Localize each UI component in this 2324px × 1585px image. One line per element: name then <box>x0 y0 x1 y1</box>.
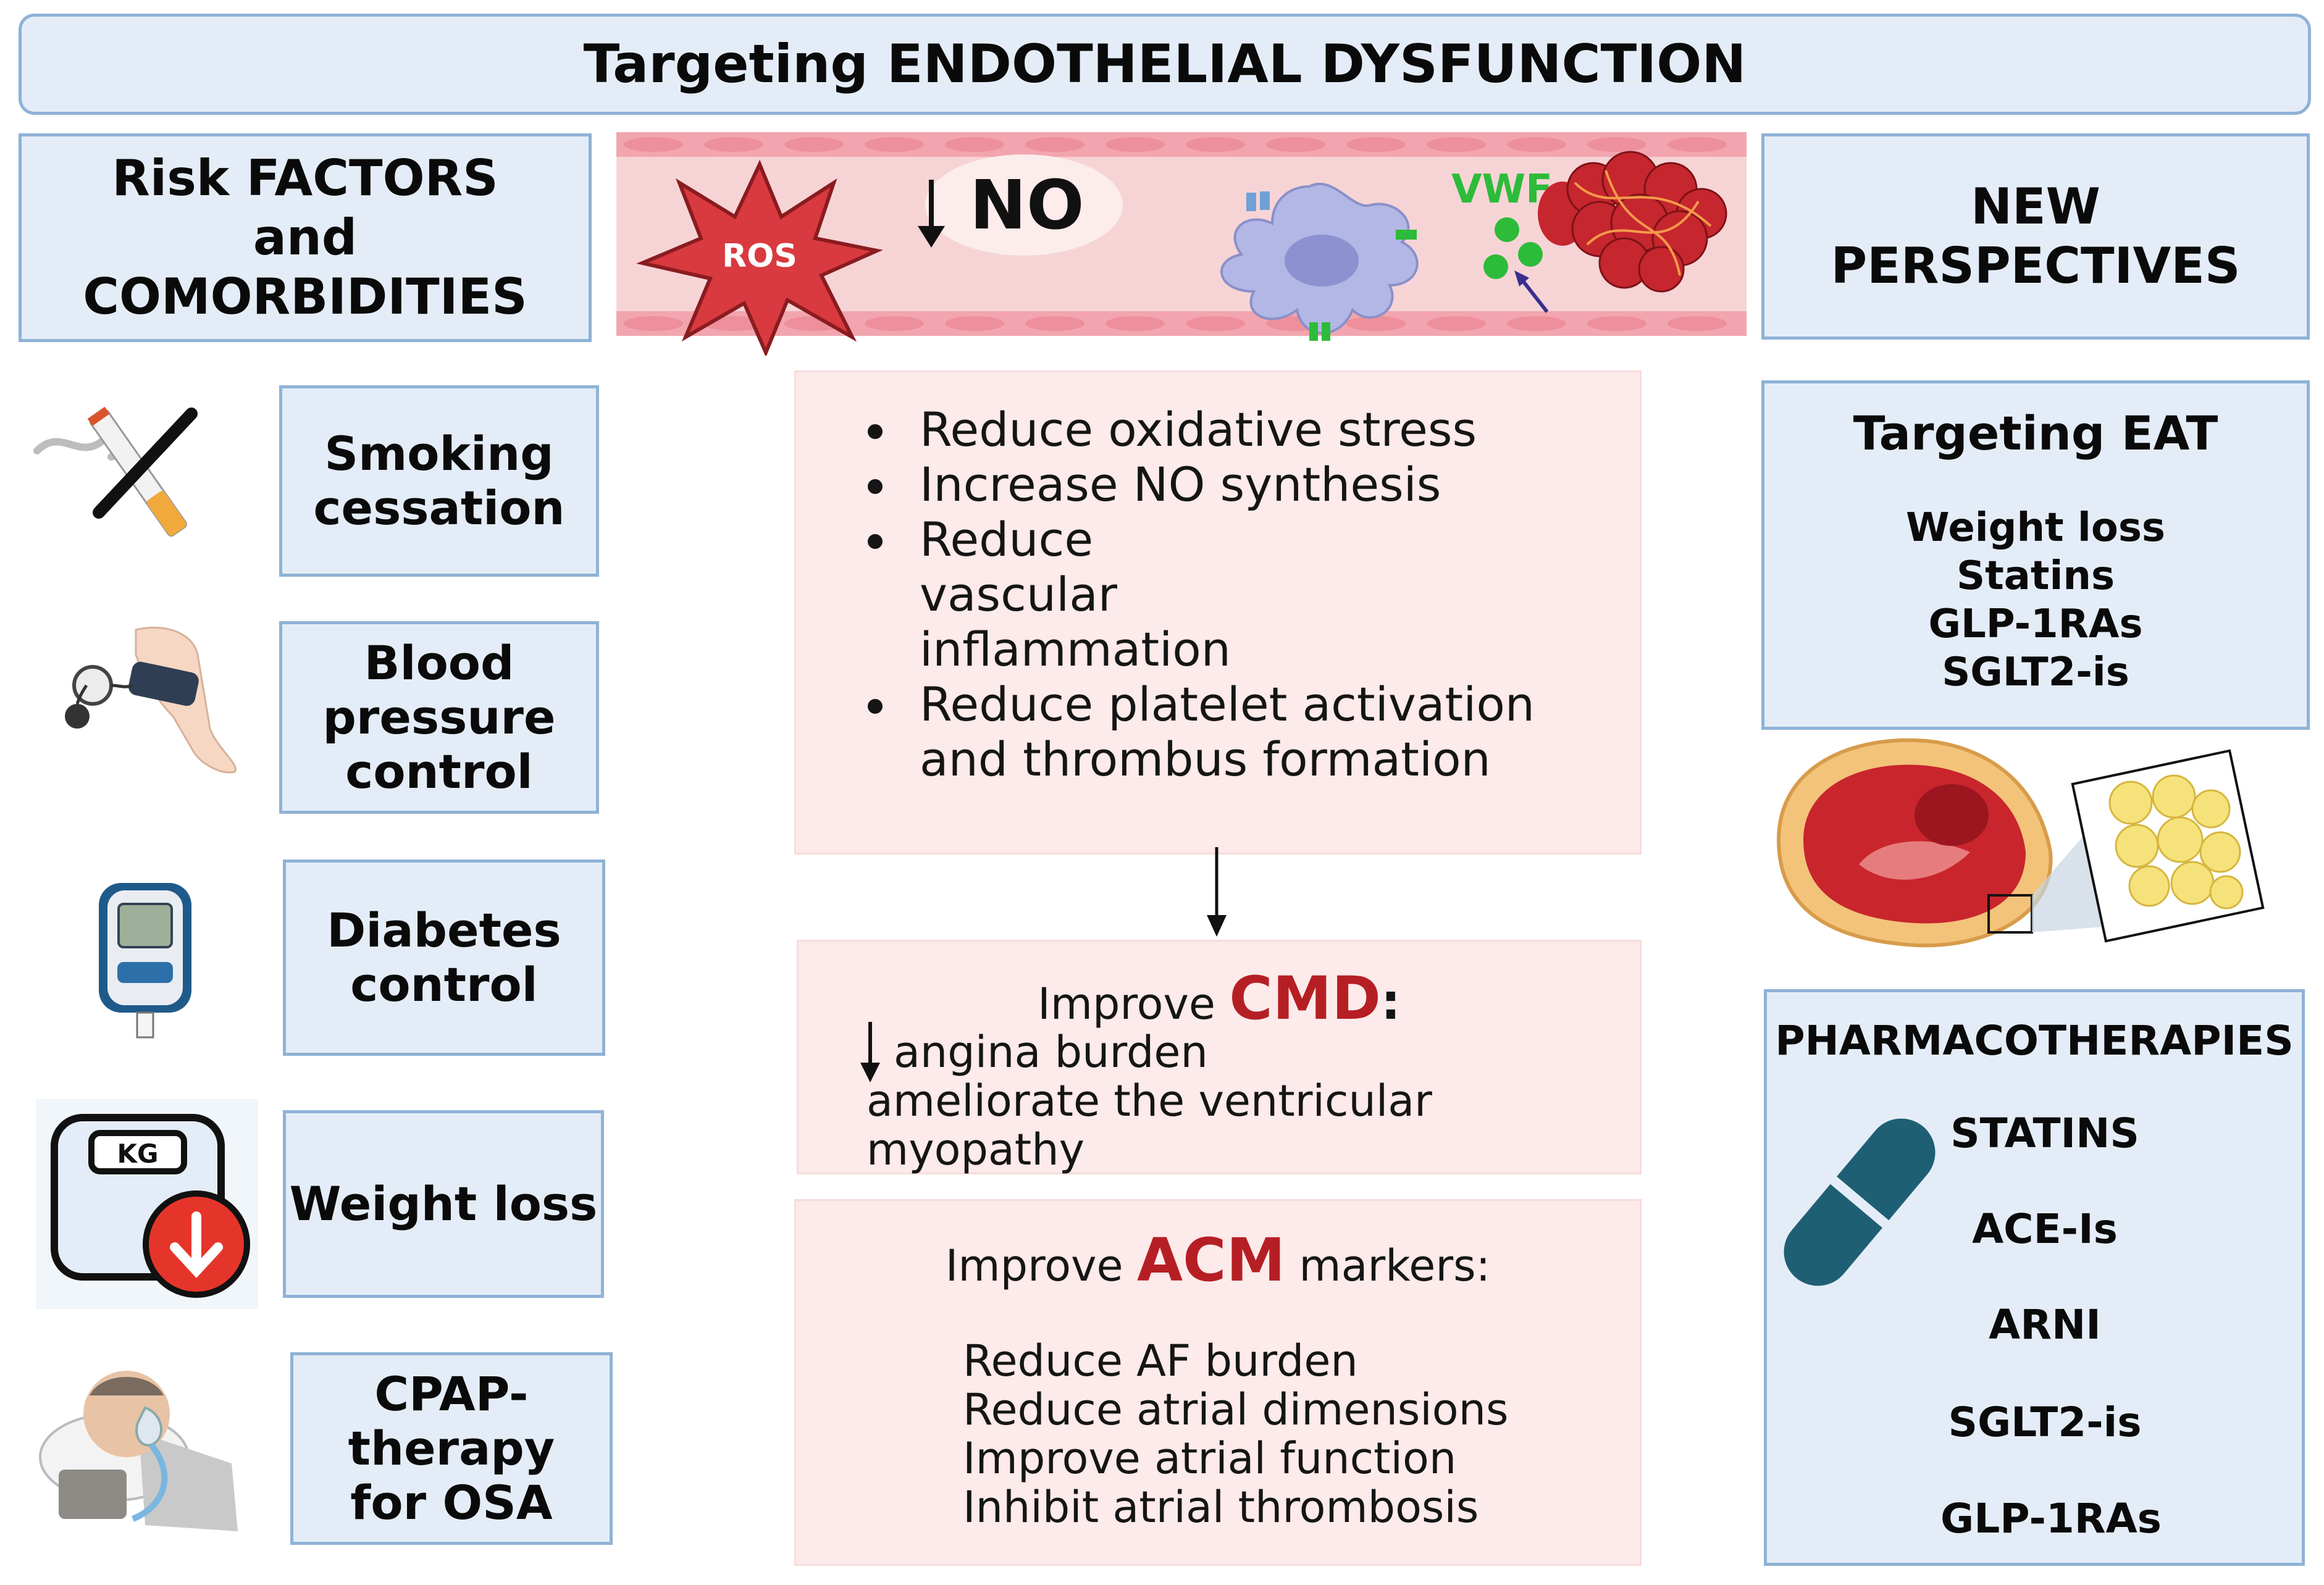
eat-item: Statins <box>1956 553 2115 599</box>
risk-factor-smoking: Smoking cessation <box>279 385 599 577</box>
immune-cell-icon <box>1220 182 1419 341</box>
acm-suffix: markers: <box>1299 1240 1491 1291</box>
pharma-item: SGLT2-is <box>1948 1399 2142 1446</box>
risk-factor-diabetes: Diabetes control <box>283 859 605 1056</box>
risk-header-line-1: Risk FACTORS <box>112 149 498 207</box>
eat-item: SGLT2-is <box>1942 650 2129 695</box>
vwf-particles-icon <box>1483 217 1549 313</box>
pharma-item: STATINS <box>1950 1110 2139 1157</box>
weight-scale-icon: KG <box>36 1099 258 1309</box>
cmd-prefix: Improve <box>1038 979 1215 1029</box>
page-title: Targeting ENDOTHELIAL DYSFUNCTION <box>19 14 2311 115</box>
acm-line: Improve atrial function <box>963 1433 1457 1484</box>
thrombus-icon <box>1538 151 1727 293</box>
title-text: Targeting ENDOTHELIAL DYSFUNCTION <box>583 33 1747 95</box>
risk-factors-header: Risk FACTORS and COMORBIDITIES <box>19 133 592 342</box>
acm-heading: Improve ACM markers: <box>796 1226 1640 1295</box>
pharma-item: ACE-Is <box>1972 1205 2118 1253</box>
pharma-item: ARNI <box>1989 1301 2101 1349</box>
cmd-panel: Improve CMD: angina burden ameliorate th… <box>797 940 1642 1174</box>
risk-factor-weight: Weight loss <box>283 1110 604 1298</box>
flow-arrow-icon <box>1207 847 1227 937</box>
strategies-panel: Reduce oxidative stress Increase NO synt… <box>794 370 1642 855</box>
risk-factor-blood-pressure: Blood pressure control <box>279 621 599 814</box>
new-perspectives-header: NEW PERSPECTIVES <box>1761 133 2310 340</box>
capsule-icon <box>1784 1118 1936 1286</box>
strategies-list: Reduce oxidative stress Increase NO synt… <box>796 402 1640 787</box>
acm-prefix: Improve <box>945 1240 1123 1291</box>
risk-factor-label: Smoking cessation <box>313 426 565 535</box>
risk-header-line-3: COMORBIDITIES <box>83 268 527 325</box>
no-label: NO <box>970 165 1084 245</box>
risk-factor-label: Diabetes control <box>327 903 561 1012</box>
svg-text:KG: KG <box>117 1139 158 1169</box>
risk-factor-label: CPAP-therapy for OSA <box>348 1366 555 1530</box>
pharmacotherapies-title: PHARMACOTHERAPIES <box>1775 1017 2294 1064</box>
risk-factor-label: Weight loss <box>289 1176 598 1231</box>
cmd-lines: angina burden ameliorate the ventricular… <box>866 1028 1640 1174</box>
strategy-item: Reduce vascular inflammation <box>901 512 1290 677</box>
decrease-arrow-icon <box>918 180 945 248</box>
acm-panel: Improve ACM markers: Reduce AF burden Re… <box>794 1199 1642 1566</box>
ros-burst-icon <box>636 159 883 356</box>
strategy-item: Reduce oxidative stress <box>901 402 1640 457</box>
strategy-item: Increase NO synthesis <box>901 457 1640 512</box>
cmd-heading: Improve CMD: <box>799 964 1640 1033</box>
acm-acronym: ACM <box>1136 1226 1286 1295</box>
blood-pressure-cuff-icon <box>65 626 237 774</box>
perspectives-line-2: PERSPECTIVES <box>1831 237 2241 295</box>
acm-line: Reduce AF burden <box>963 1336 1358 1386</box>
perspectives-line-1: NEW <box>1971 178 2100 235</box>
cmd-acronym: CMD <box>1229 964 1381 1033</box>
eat-item: Weight loss <box>1906 505 2165 551</box>
pharma-item: GLP-1RAs <box>1940 1495 2162 1542</box>
vwf-label: VWF <box>1451 167 1553 212</box>
cmd-line: ameliorate the ventricular myopathy <box>866 1076 1432 1175</box>
pharmacotherapies-panel: PHARMACOTHERAPIES STATINS ACE-Is ARNI SG… <box>1764 989 2305 1566</box>
heart-fat-icon <box>1776 738 2265 948</box>
acm-lines: Reduce AF burden Reduce atrial dimension… <box>963 1337 1508 1532</box>
acm-line: Reduce atrial dimensions <box>963 1384 1509 1435</box>
risk-factor-cpap: CPAP-therapy for OSA <box>290 1352 613 1545</box>
eat-item: GLP-1RAs <box>1928 601 2143 647</box>
glucometer-icon <box>99 883 191 1039</box>
ros-label: ROS <box>722 238 797 275</box>
cmd-suffix: : <box>1380 973 1401 1031</box>
risk-factor-label: Blood pressure control <box>322 635 556 799</box>
no-smoking-icon <box>33 406 198 537</box>
cmd-line: angina burden <box>894 1027 1208 1077</box>
eat-panel: Targeting EAT Weight loss Statins GLP-1R… <box>1761 380 2310 730</box>
risk-header-line-2: and <box>253 209 358 266</box>
decrease-arrow-icon <box>860 1022 880 1082</box>
strategy-item: Reduce platelet activation and thrombus … <box>901 677 1537 787</box>
acm-line: Inhibit atrial thrombosis <box>963 1482 1479 1533</box>
eat-title: Targeting EAT <box>1853 406 2218 461</box>
cpap-patient-icon <box>39 1371 238 1531</box>
